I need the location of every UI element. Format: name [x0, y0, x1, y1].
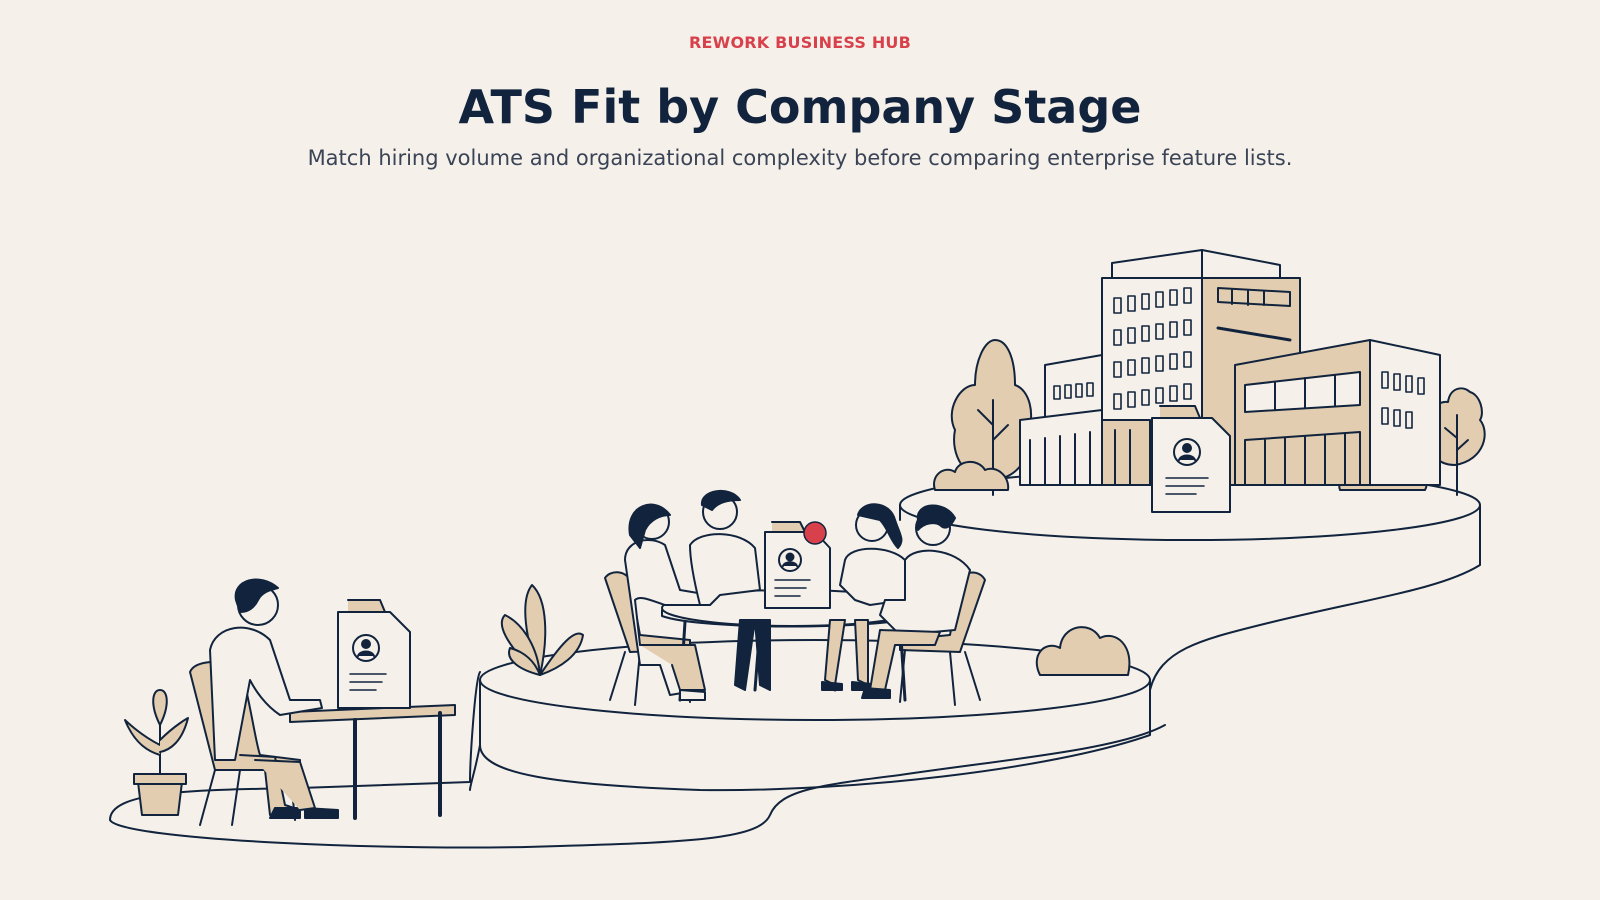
leafy-plant-icon: [500, 584, 584, 676]
enterprise-stage: [933, 249, 1486, 513]
page-subtitle: Match hiring volume and organizational c…: [307, 146, 1293, 170]
resume-document-icon: [1151, 405, 1231, 513]
solo-recruiter-stage: [124, 578, 456, 826]
resume-document-icon: [337, 599, 411, 709]
page-title: ATS Fit by Company Stage: [458, 80, 1142, 134]
potted-plant-icon: [124, 689, 189, 816]
brand-eyebrow: REWORK BUSINESS HUB: [688, 33, 912, 52]
notification-dot-icon: [803, 521, 827, 545]
team-stage: [500, 490, 1131, 706]
